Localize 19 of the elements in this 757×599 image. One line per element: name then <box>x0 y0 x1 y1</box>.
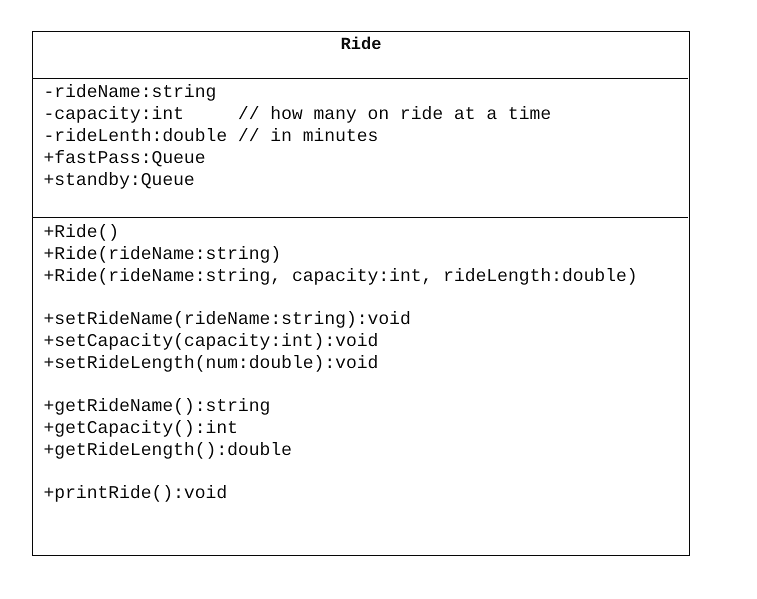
attribute-text: +standby:Queue <box>44 171 195 191</box>
method-text: +setRideName(rideName:string):void <box>44 310 411 330</box>
method-text: +Ride(rideName:string, capacity:int, rideLength:double) <box>44 266 638 286</box>
attribute-text: -capacity:int <box>44 105 184 125</box>
method-text: +Ride(rideName:string) <box>44 244 282 265</box>
comment-text: // in minutes <box>238 127 378 147</box>
class-box <box>32 31 690 556</box>
method-text: +printRide():void <box>44 484 228 504</box>
method-text: +getRideLength():double <box>44 440 292 460</box>
method-text: +setRideLength(num:double):void <box>44 354 378 374</box>
class-name: Ride <box>340 36 382 56</box>
attribute-text: -rideName:string <box>44 83 216 103</box>
method-text: +Ride() <box>44 223 120 243</box>
method-text: +getRideName():string <box>44 397 270 417</box>
method-text: +getCapacity():int <box>44 418 238 439</box>
attribute-text: +fastPass:Queue <box>44 149 206 169</box>
attribute-text: -rideLenth:double <box>44 127 228 147</box>
comment-text: // how many on ride at a time <box>238 105 552 125</box>
method-text: +setCapacity(capacity:int):void <box>44 332 378 352</box>
